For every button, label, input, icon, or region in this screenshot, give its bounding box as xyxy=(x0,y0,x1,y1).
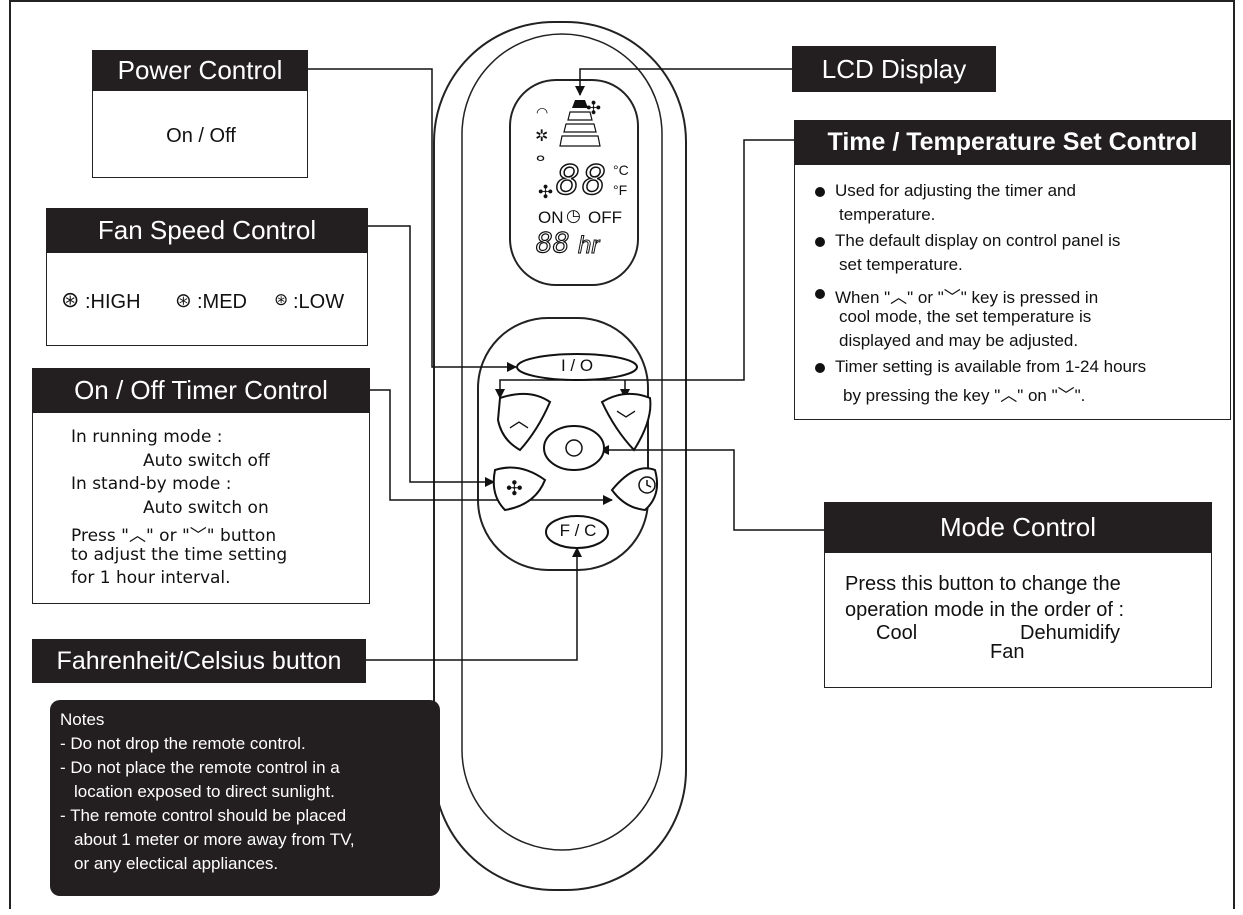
notes-line-5: about 1 meter or more away from TV, xyxy=(74,830,355,849)
fan-button xyxy=(492,466,547,512)
up-icon[interactable]: ︿ xyxy=(509,410,529,432)
timer-line-2: Auto switch off xyxy=(143,451,270,471)
fc-title: Fahrenheit/Celsius button xyxy=(56,646,342,675)
timer-line-5: Press "︿" or "﹀" button xyxy=(71,526,277,546)
mode-header: Mode Control xyxy=(824,502,1212,552)
mode-cycle-dehumidify: Dehumidify xyxy=(1018,622,1123,645)
drop-icon: ⴰ xyxy=(536,148,546,164)
notes-line-2: - Do not place the remote control in a xyxy=(60,758,340,777)
lcd-off: OFF xyxy=(588,208,622,227)
io-button xyxy=(516,353,638,381)
timer-line-4: Auto switch on xyxy=(143,498,269,518)
sun-icon: ✲ xyxy=(535,128,549,145)
power-control-title: Power Control xyxy=(117,54,283,85)
fan-med-icon: ⊛ xyxy=(175,290,192,312)
fc-header: Fahrenheit/Celsius button xyxy=(32,639,366,683)
timer-button xyxy=(610,467,658,512)
fan-med-label: :MED xyxy=(197,291,247,313)
power-control-header: Power Control xyxy=(92,50,308,90)
fan-speed-title: Fan Speed Control xyxy=(97,214,317,245)
up-button xyxy=(496,392,552,452)
io-button-label[interactable]: I / O xyxy=(560,356,594,375)
fan-high-label: :HIGH xyxy=(85,291,141,313)
lcd-fahrenheit: °F xyxy=(613,182,628,198)
time-temp-bullet-3-line-2: cool mode, the set temperature is xyxy=(839,307,1092,326)
lcd-clock-icon: ◷ xyxy=(566,206,581,225)
lcd-celsius: °C xyxy=(613,162,629,178)
down-icon[interactable]: ﹀ xyxy=(616,410,636,432)
remote-inner-body xyxy=(461,33,663,851)
time-temp-bullet-2-line-2: set temperature. xyxy=(839,255,963,274)
timer-line-7: for 1 hour interval. xyxy=(71,568,231,588)
mode-cycle-fan: Fan xyxy=(988,641,1027,664)
mode-title: Mode Control xyxy=(939,511,1097,542)
mode-cycle-cool: Cool xyxy=(874,622,920,645)
timer-line-6: to adjust the time setting xyxy=(71,545,288,565)
fan-speed-header: Fan Speed Control xyxy=(46,208,368,252)
time-temp-bullet-4-line-2: by pressing the key "︿" on "﹀". xyxy=(843,386,1086,405)
lcd-fan-top-icon: ✣ xyxy=(586,98,602,118)
timer-header: On / Off Timer Control xyxy=(32,368,370,412)
time-temp-bullet-3-line-3: displayed and may be adjusted. xyxy=(839,331,1079,350)
notes-line-6: or any electical appliances. xyxy=(74,854,279,873)
timer-box: In running mode : Auto switch off In sta… xyxy=(32,412,370,604)
fan-speed-box: ⊛ :HIGH ⊛ :MED ⊛ :LOW xyxy=(46,252,368,346)
lcd-hour-label: hr xyxy=(577,232,600,260)
power-control-body: On / Off xyxy=(166,125,236,147)
fc-button-label[interactable]: F / C xyxy=(559,521,597,540)
fan-low-label: :LOW xyxy=(293,291,345,313)
timer-line-1: In running mode : xyxy=(71,427,223,447)
mode-box: Press this button to change the operatio… xyxy=(824,552,1212,688)
time-temp-header: Time / Temperature Set Control xyxy=(794,120,1231,164)
lcd-on: ON xyxy=(538,208,564,227)
wifi-icon: ◠ xyxy=(536,104,549,120)
mode-line-2: operation mode in the order of : xyxy=(845,599,1125,621)
time-temp-title: Time / Temperature Set Control xyxy=(827,127,1198,156)
lcd-window xyxy=(509,79,639,286)
timer-line-3: In stand-by mode : xyxy=(71,474,232,494)
fan-button-icon[interactable]: ✣ xyxy=(506,478,523,500)
lcd-hour-digits: 88 xyxy=(535,225,570,259)
mode-line-1: Press this button to change the xyxy=(845,573,1121,595)
notes-line-4: - The remote control should be placed xyxy=(60,806,347,825)
time-temp-bullet-2-line-1: The default display on control panel is xyxy=(835,231,1121,250)
notes-line-3: location exposed to direct sunlight. xyxy=(74,782,335,801)
fc-button xyxy=(545,515,609,549)
lcd-fan-side-icon: ✣ xyxy=(538,182,554,202)
page-frame xyxy=(9,0,1235,909)
mode-button xyxy=(543,425,605,471)
power-control-box: On / Off xyxy=(92,90,308,178)
lcd-display-title: LCD Display xyxy=(821,53,967,84)
notes-title: Notes xyxy=(60,710,105,729)
lcd-display-header: LCD Display xyxy=(792,46,996,92)
time-temp-bullet-1-line-1: Used for adjusting the timer and xyxy=(835,181,1076,200)
timer-title: On / Off Timer Control xyxy=(74,374,328,405)
fan-low-icon: ⊛ xyxy=(274,290,289,309)
time-temp-bullet-3-line-1: When "︿" or "﹀" key is pressed in xyxy=(835,288,1099,307)
notes-line-1: - Do not drop the remote control. xyxy=(60,734,306,753)
lcd-temp-digits: 88 xyxy=(555,157,609,205)
time-temp-bullet-1-line-2: temperature. xyxy=(839,205,936,224)
time-temp-box: Used for adjusting the timer and tempera… xyxy=(794,164,1231,420)
time-temp-bullet-4-line-1: Timer setting is available from 1-24 hou… xyxy=(835,357,1147,376)
down-button xyxy=(600,392,652,452)
notes-box: Notes - Do not drop the remote control. … xyxy=(50,700,440,896)
fan-high-icon: ⊛ xyxy=(61,287,80,312)
